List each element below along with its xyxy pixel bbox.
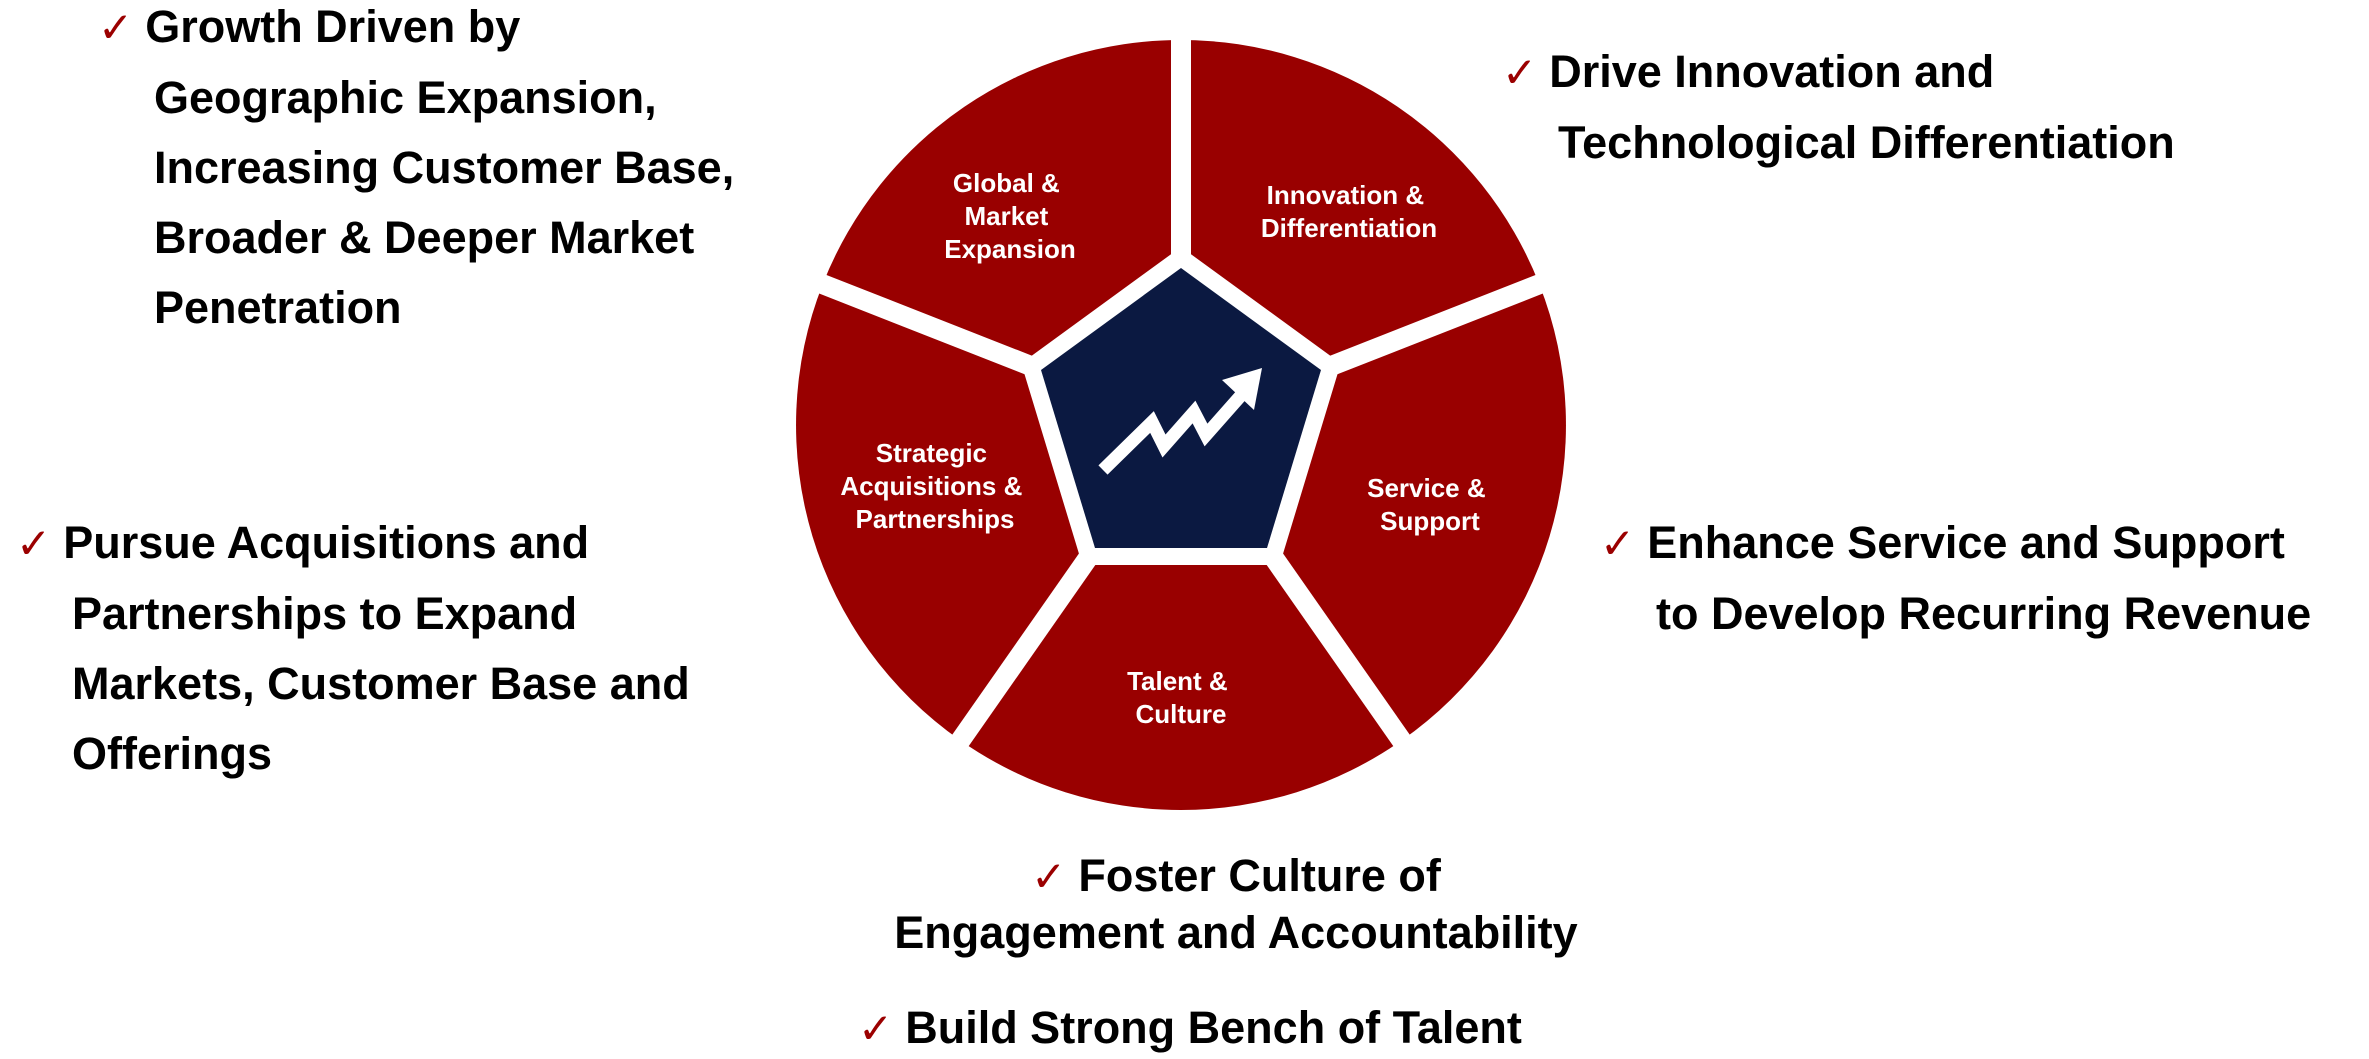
segment-talent (960, 548, 1402, 810)
callout-culture: ✓Foster Culture of Engagement and Accoun… (894, 850, 1578, 958)
check-icon: ✓ (98, 3, 134, 52)
segment-divider (1317, 272, 1549, 380)
check-icon: ✓ (1031, 852, 1067, 901)
segment-label-talent: Talent & Culture (1127, 666, 1235, 729)
callout-innovation: ✓Drive Innovation and Technological Diff… (1502, 46, 2175, 168)
callout-acquisitions: ✓Pursue Acquisitions and Partnerships to… (16, 517, 690, 779)
callout-talent: ✓Build Strong Bench of Talent (858, 1002, 1522, 1053)
segment-global (822, 40, 1181, 370)
callout-service: ✓Enhance Service and Support to Develop … (1600, 517, 2312, 639)
check-icon: ✓ (1502, 48, 1538, 97)
check-icon: ✓ (16, 519, 52, 568)
callout-growth: ✓Growth Driven by Geographic Expansion, … (98, 1, 735, 333)
segment-service (1267, 284, 1566, 741)
segment-divider (1258, 542, 1414, 752)
segment-label-strategic: Strategic Acquisitions & Partnerships (840, 438, 1029, 534)
segment-strategic (796, 284, 1095, 741)
segment-divider (948, 542, 1104, 752)
trending-up-arrow-icon (1098, 368, 1262, 475)
segment-label-service: Service & Support (1367, 473, 1493, 536)
check-icon: ✓ (858, 1004, 894, 1053)
segment-label-global: Global & Market Expansion (944, 168, 1075, 264)
segment-divider (813, 272, 1045, 380)
segment-label-innovation: Innovation & Differentiation (1261, 180, 1437, 243)
center-pentagon (1041, 268, 1321, 548)
segment-innovation (1181, 40, 1540, 370)
check-icon: ✓ (1600, 519, 1636, 568)
